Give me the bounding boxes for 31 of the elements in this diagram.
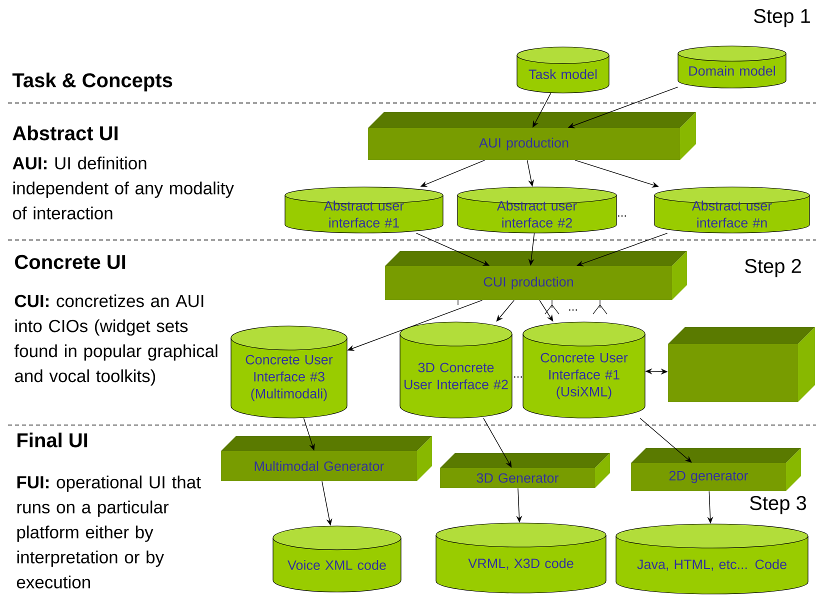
arrow xyxy=(640,418,692,463)
description-text: FUI: operational UI that runs on a particular platform either by interpretation or by execution xyxy=(16,476,201,588)
storage-cylinder: Concrete User Interface #3 (Multimodali) xyxy=(230,326,348,418)
description-text: AUI: UI definition independent of any modality of interaction xyxy=(12,156,234,220)
storage-cylinder: VRML, X3D code xyxy=(436,522,606,594)
storage-cylinder: Abstract user interface #n xyxy=(654,186,810,234)
storage-cylinder: Task model xyxy=(516,46,610,94)
storage-cylinder: Abstract user interface #1 xyxy=(284,186,444,234)
process-block: 2D generator xyxy=(631,448,802,491)
process-block: AUI production xyxy=(368,112,696,160)
storage-cylinder: Java, HTML, etc... Code xyxy=(616,524,808,594)
section-heading: Task & Concepts xyxy=(12,72,172,92)
storage-cylinder: Domain model xyxy=(678,46,786,88)
step-label: Step 1 xyxy=(754,8,810,28)
section-heading: Final UI xyxy=(18,432,88,448)
ellipsis-mark: ... xyxy=(514,376,522,378)
block xyxy=(668,327,815,402)
storage-cylinder: Concrete User Interface #1 (UsiXML) xyxy=(522,322,646,418)
process-block: 3D Generator xyxy=(440,453,610,488)
storage-cylinder: Abstract user interface #2 xyxy=(457,186,617,234)
step-label: Step 2 xyxy=(745,258,801,278)
ellipsis-mark: ... xyxy=(569,309,577,311)
storage-cylinder: 3D Concrete User Interface #2 xyxy=(400,322,512,418)
step-label: Step 3 xyxy=(750,496,806,514)
process-block: CUI production xyxy=(385,251,687,300)
section-heading: Concrete UI xyxy=(15,254,126,270)
storage-cylinder: Voice XML code xyxy=(272,526,402,592)
section-heading: Abstract UI xyxy=(12,126,118,140)
process-block: Multimodal Generator xyxy=(221,436,432,481)
ellipsis-mark: ... xyxy=(618,215,626,217)
description-text: CUI: concretizes an AUI into CIOs (widget sets found in popular graphical and vocal toolkits) xyxy=(14,294,218,386)
